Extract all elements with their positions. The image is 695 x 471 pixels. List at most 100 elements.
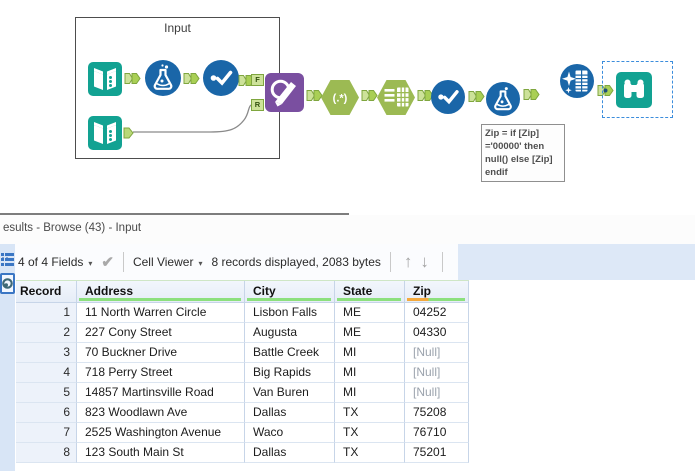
cell-address[interactable]: 2525 Washington Avenue	[77, 423, 245, 443]
cell-record[interactable]: 3	[16, 343, 77, 363]
annotation-line: endif	[485, 167, 508, 178]
cell-state[interactable]: MI	[335, 383, 405, 403]
cell-state[interactable]: ME	[335, 303, 405, 323]
fields-caret-icon[interactable]: ▾	[88, 258, 93, 268]
cell-zip[interactable]: 75201	[405, 443, 469, 463]
cell-city[interactable]: Dallas	[245, 443, 335, 463]
data-cleansing-tool-icon[interactable]	[560, 64, 594, 98]
toolbar-separator	[122, 252, 124, 272]
results-titlebar: esults - Browse (43) - Input	[0, 215, 695, 244]
cell-address[interactable]: 823 Woodlawn Ave	[77, 403, 245, 423]
cell-address[interactable]: 718 Perry Street	[77, 363, 245, 383]
cell-viewer-caret-icon[interactable]: ▾	[198, 258, 203, 268]
formula-tool-icon[interactable]	[486, 82, 520, 116]
scroll-up-icon[interactable]: ↑	[403, 252, 413, 271]
toolbar-separator	[389, 252, 391, 272]
annotation-line: Zip = if [Zip]	[485, 128, 540, 139]
cell-city[interactable]: Big Rapids	[245, 363, 335, 383]
cell-zip[interactable]: 76710	[405, 423, 469, 443]
output-anchor[interactable]	[123, 127, 134, 139]
quality-bar	[407, 298, 465, 301]
cell-address[interactable]: 227 Cony Street	[77, 323, 245, 343]
select-tool-icon[interactable]	[203, 60, 239, 96]
regex-tool-icon[interactable]: (.*)	[321, 80, 359, 115]
cell-address[interactable]: 11 North Warren Circle	[77, 303, 245, 323]
records-info: 8 records displayed, 2083 bytes	[211, 255, 381, 269]
cell-city[interactable]: Dallas	[245, 403, 335, 423]
cell-zip[interactable]: [Null]	[405, 383, 469, 403]
cell-state[interactable]: MI	[335, 343, 405, 363]
fields-selector[interactable]: 4 of 4 Fields	[18, 255, 84, 269]
formula-annotation[interactable]: Zip = if [Zip] ='00000' then null() else…	[481, 124, 565, 182]
connector-anchor[interactable]	[124, 72, 141, 85]
input-data-tool-icon[interactable]	[88, 116, 122, 150]
cell-address[interactable]: 70 Buckner Drive	[77, 343, 245, 363]
column-header-zip[interactable]: Zip	[405, 281, 469, 303]
cell-city[interactable]: Augusta	[245, 323, 335, 343]
cell-state[interactable]: TX	[335, 443, 405, 463]
scroll-down-icon[interactable]: ↓	[420, 252, 429, 271]
connector-anchor[interactable]	[597, 84, 614, 97]
table-view-icon[interactable]	[1, 252, 14, 268]
cell-address[interactable]: 123 South Main St	[77, 443, 245, 463]
select-tool-icon[interactable]	[431, 80, 465, 114]
find-replace-tool-icon[interactable]	[265, 73, 304, 112]
cell-record[interactable]: 4	[16, 363, 77, 383]
tool-container-label: Input	[164, 21, 191, 35]
results-toolbar: 4 of 4 Fields ▾ ✔ Cell Viewer ▾ 8 record…	[15, 244, 695, 280]
connector-anchor[interactable]	[468, 90, 485, 103]
column-header-record[interactable]: Record	[16, 281, 77, 303]
cell-city[interactable]: Waco	[245, 423, 335, 443]
profile-view-button[interactable]	[0, 273, 15, 294]
toolbar-separator	[441, 252, 443, 272]
cell-record[interactable]: 6	[16, 403, 77, 423]
table-header-row: Record Address City State Zip	[16, 281, 469, 303]
cell-record[interactable]: 7	[16, 423, 77, 443]
profile-swirl-icon	[2, 278, 13, 289]
connector-anchor[interactable]	[183, 72, 200, 85]
cell-record[interactable]: 8	[16, 443, 77, 463]
browse-tool-icon[interactable]	[616, 72, 652, 108]
connector-anchor[interactable]	[361, 89, 378, 102]
cell-record[interactable]: 5	[16, 383, 77, 403]
column-header-address[interactable]: Address	[77, 281, 245, 303]
cell-zip[interactable]: [Null]	[405, 363, 469, 383]
replace-input-anchor[interactable]: R	[251, 99, 264, 111]
panel-divider[interactable]	[0, 213, 349, 215]
formula-tool-icon[interactable]	[145, 60, 181, 96]
column-header-city[interactable]: City	[245, 281, 335, 303]
cell-zip[interactable]: 75208	[405, 403, 469, 423]
text-to-columns-tool-icon[interactable]	[377, 80, 415, 115]
cell-state[interactable]: TX	[335, 403, 405, 423]
cell-city[interactable]: Battle Creek	[245, 343, 335, 363]
cell-address[interactable]: 14857 Martinsville Road	[77, 383, 245, 403]
cell-zip[interactable]: 04330	[405, 323, 469, 343]
cell-record[interactable]: 1	[16, 303, 77, 323]
connector-anchor[interactable]	[523, 88, 540, 101]
connector-anchor[interactable]	[306, 89, 323, 102]
apply-check-icon[interactable]: ✔	[101, 254, 114, 271]
cell-state[interactable]: MI	[335, 363, 405, 383]
input-data-tool-icon[interactable]	[88, 62, 122, 96]
cell-state[interactable]: TX	[335, 423, 405, 443]
cell-city[interactable]: Van Buren	[245, 383, 335, 403]
cell-record[interactable]: 2	[16, 323, 77, 343]
cell-state[interactable]: ME	[335, 323, 405, 343]
cell-city[interactable]: Lisbon Falls	[245, 303, 335, 323]
cell-viewer-button[interactable]: Cell Viewer	[132, 255, 194, 269]
cell-zip[interactable]: [Null]	[405, 343, 469, 363]
find-input-anchor[interactable]: F	[251, 74, 264, 86]
annotation-line: null() else [Zip]	[485, 154, 553, 165]
column-header-state[interactable]: State	[335, 281, 405, 303]
cell-zip[interactable]: 04252	[405, 303, 469, 323]
